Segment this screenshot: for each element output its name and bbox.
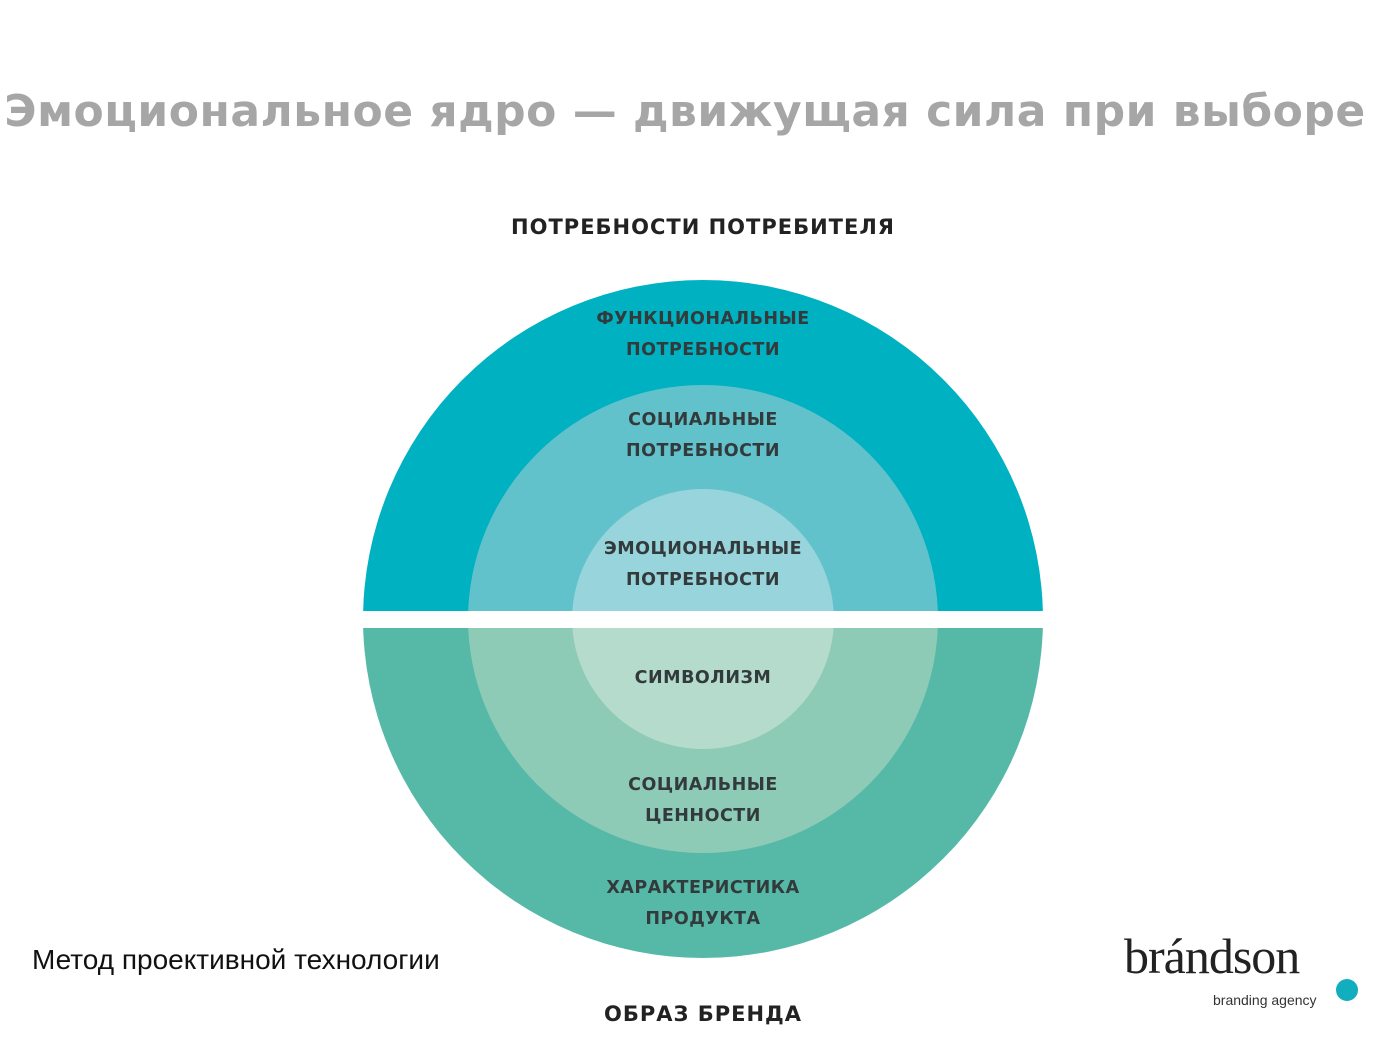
label-line: СИМВОЛИЗМ <box>634 668 772 688</box>
emotional-needs-core <box>572 489 834 611</box>
social-values-label: СОЦИАЛЬНЫЕ ЦЕННОСТИ <box>503 770 903 832</box>
symbolism-core <box>572 628 834 749</box>
consumer-needs-heading: ПОТРЕБНОСТИ ПОТРЕБИТЕЛЯ <box>511 215 895 239</box>
label-line: ХАРАКТЕРИСТИКА <box>606 878 800 898</box>
brandson-logo: brándson branding agency <box>1120 928 1360 1015</box>
product-characteristics-label: ХАРАКТЕРИСТИКА ПРОДУКТА <box>503 873 903 935</box>
label-line: ПОТРЕБНОСТИ <box>625 441 781 461</box>
label-line: ПОТРЕБНОСТИ <box>625 340 781 360</box>
logo-dot-icon <box>1336 979 1358 1001</box>
emotional-needs-label: ЭМОЦИОНАЛЬНЫЕ ПОТРЕБНОСТИ <box>503 534 903 596</box>
symbolism-label: СИМВОЛИЗМ <box>503 663 903 694</box>
logo-wordmark: brándson <box>1124 928 1300 984</box>
label-line: СОЦИАЛЬНЫЕ <box>628 410 778 430</box>
label-line: ФУНКЦИОНАЛЬНЫЕ <box>596 309 810 329</box>
logo-tagline: branding agency <box>1213 992 1317 1008</box>
label-line: СОЦИАЛЬНЫЕ <box>628 775 778 795</box>
method-caption: Метод проективной технологии <box>32 944 440 975</box>
brand-image-heading: ОБРАЗ БРЕНДА <box>603 1002 802 1026</box>
label-line: ПОТРЕБНОСТИ <box>625 570 781 590</box>
functional-needs-label: ФУНКЦИОНАЛЬНЫЕ ПОТРЕБНОСТИ <box>503 304 903 366</box>
social-needs-label: СОЦИАЛЬНЫЕ ПОТРЕБНОСТИ <box>503 405 903 467</box>
label-line: ПРОДУКТА <box>645 909 761 929</box>
slide-title: Эмоциональное ядро — движущая сила при в… <box>4 86 1366 137</box>
label-line: ЦЕННОСТИ <box>645 806 761 826</box>
label-line: ЭМОЦИОНАЛЬНЫЕ <box>603 539 803 559</box>
